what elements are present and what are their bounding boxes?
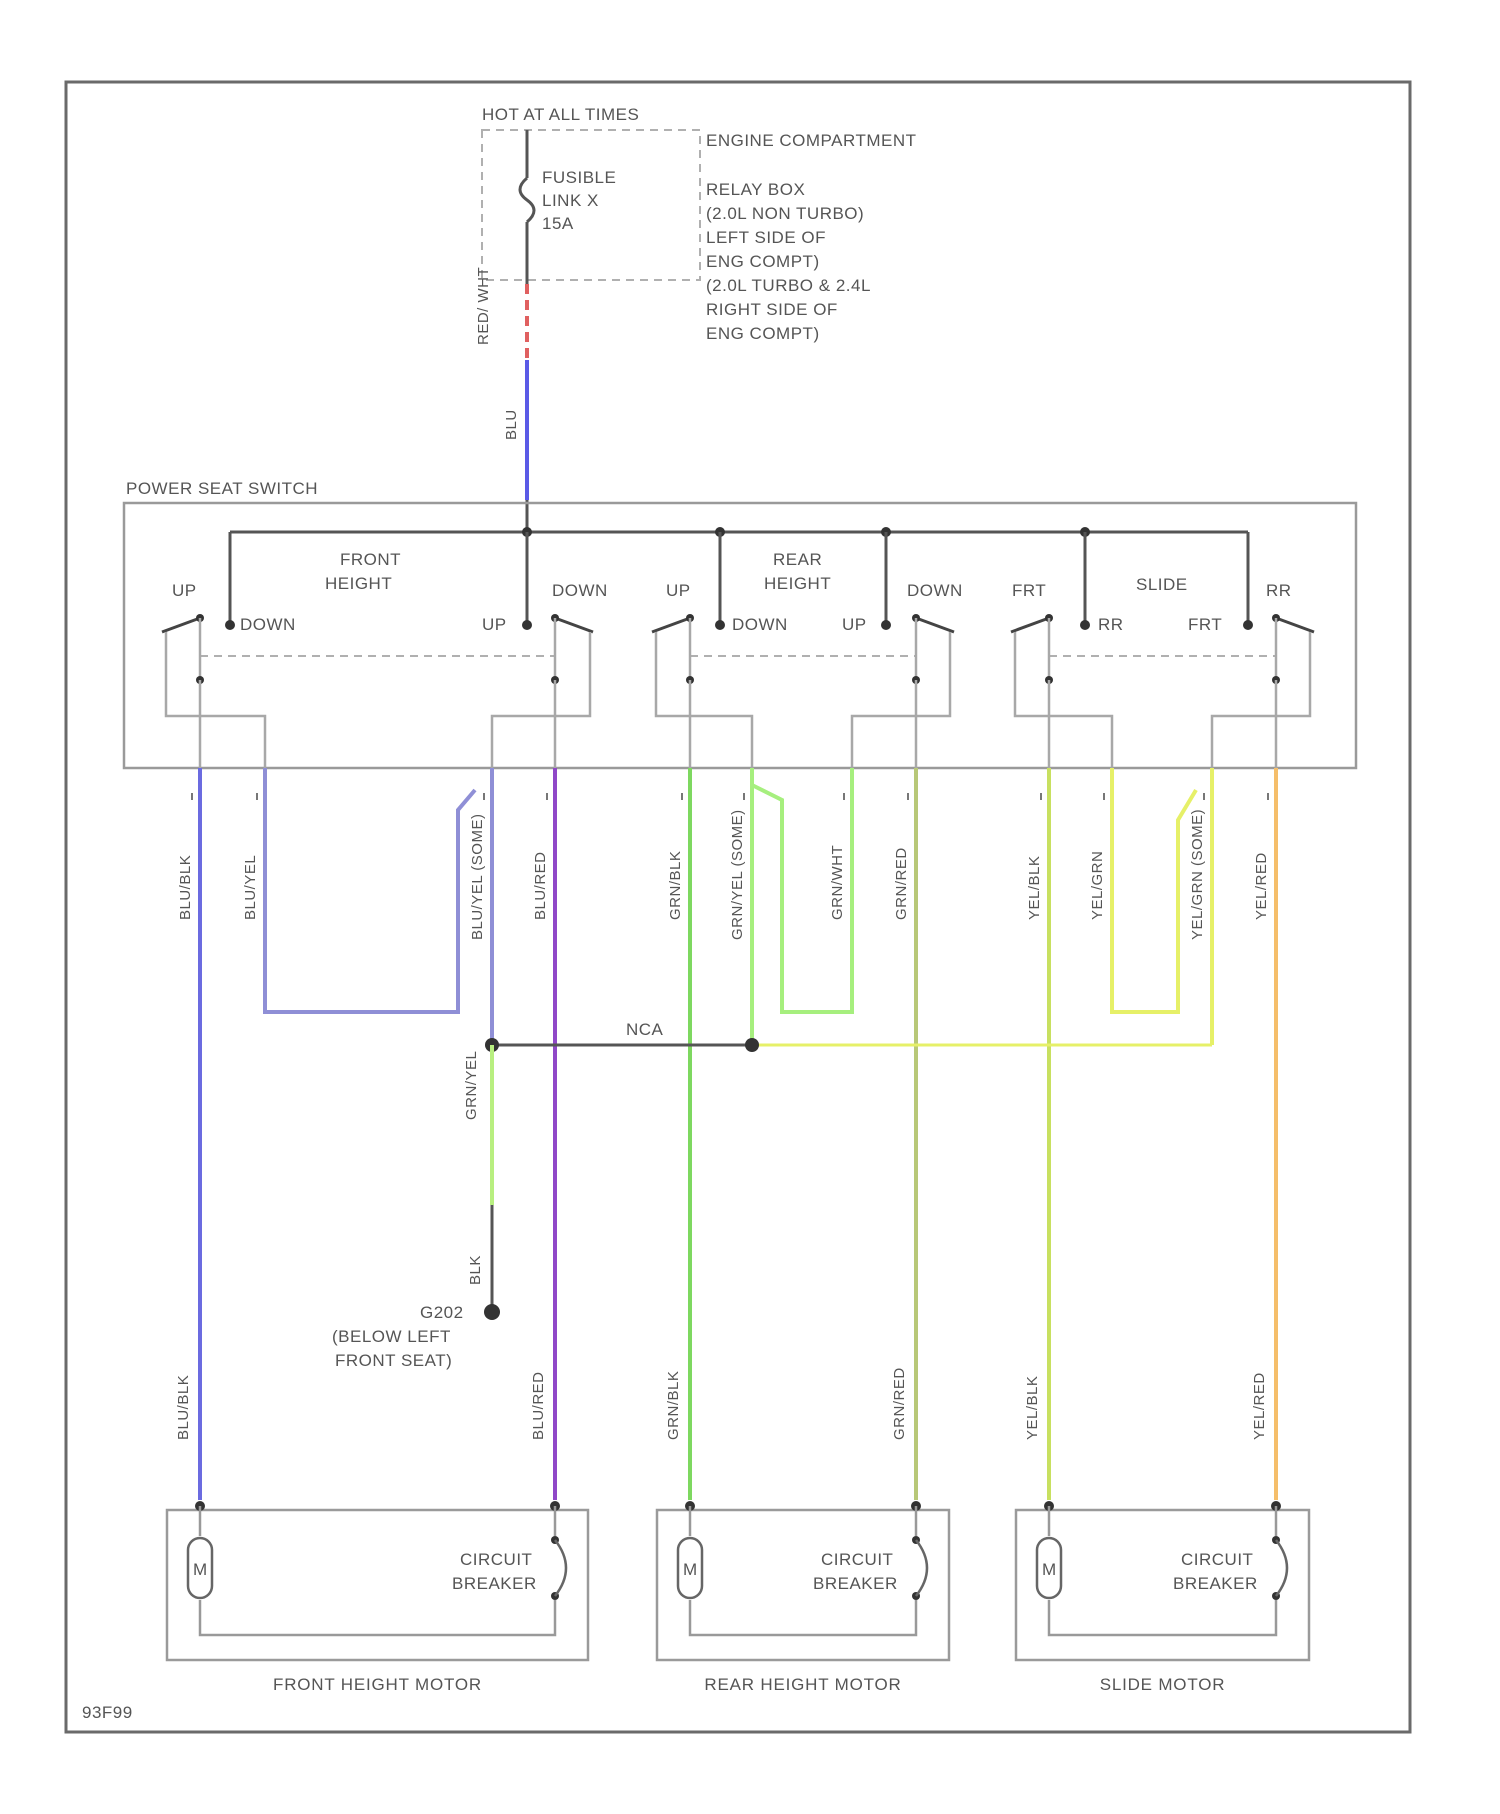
motor-front-height-motor: BLU/BLK BLU/RED M CIRCUIT BREAKER FRONT HEIGH… bbox=[167, 1371, 588, 1694]
svg-text:RELAY BOX: RELAY BOX bbox=[706, 180, 805, 199]
svg-text:FRONT SEAT): FRONT SEAT) bbox=[335, 1351, 452, 1370]
contact-label: DOWN bbox=[552, 581, 608, 600]
svg-text:CIRCUIT: CIRCUIT bbox=[460, 1550, 532, 1569]
engine-compartment-label: ENGINE COMPARTMENT RELAY BOX (2.0L NON T… bbox=[706, 131, 917, 343]
motor-wire-label: GRN/RED bbox=[891, 1367, 908, 1440]
ground-point bbox=[484, 1304, 500, 1320]
rear-height-group-label: REAR HEIGHT bbox=[764, 550, 831, 593]
svg-text:LINK X: LINK X bbox=[542, 191, 599, 210]
contact-label: UP bbox=[172, 581, 197, 600]
motor-name: REAR HEIGHT MOTOR bbox=[704, 1675, 901, 1694]
svg-text:FRONT: FRONT bbox=[340, 550, 401, 569]
nca-label: NCA bbox=[626, 1020, 664, 1039]
ground-location-label: G202 (BELOW LEFT FRONT SEAT) bbox=[332, 1303, 464, 1370]
splice-node bbox=[745, 1038, 759, 1052]
svg-text:LEFT SIDE OF: LEFT SIDE OF bbox=[706, 228, 826, 247]
wire-label: BLU/BLK bbox=[177, 855, 194, 920]
wire-blu-yel bbox=[265, 768, 475, 1012]
svg-text:(2.0L NON TURBO): (2.0L NON TURBO) bbox=[706, 204, 864, 223]
svg-text:BREAKER: BREAKER bbox=[1173, 1574, 1258, 1593]
wire-label: BLU/YEL bbox=[242, 855, 259, 920]
wire-label: YEL/RED bbox=[1253, 852, 1270, 920]
hot-at-all-times-label: HOT AT ALL TIMES bbox=[482, 105, 639, 124]
fuse-label: FUSIBLE LINK X 15A bbox=[542, 168, 616, 233]
svg-text:FUSIBLE: FUSIBLE bbox=[542, 168, 616, 187]
contact-label: RR bbox=[1266, 581, 1292, 600]
blue-supply-wire-label: BLU bbox=[503, 409, 520, 440]
svg-text:ENG COMPT): ENG COMPT) bbox=[706, 324, 820, 343]
motor-rear-height-motor: GRN/BLK GRN/RED M CIRCUIT BREAKER REAR HEIGHT… bbox=[657, 1367, 949, 1694]
circuit-breaker-icon bbox=[1276, 1540, 1287, 1596]
contact-label: DOWN bbox=[907, 581, 963, 600]
wire-label: GRN/YEL (SOME) bbox=[729, 809, 746, 940]
wire-label: GRN/RED bbox=[893, 847, 910, 920]
front-height-group-label: FRONT HEIGHT bbox=[325, 550, 401, 593]
wire-label: YEL/BLK bbox=[1026, 856, 1043, 920]
svg-text:BREAKER: BREAKER bbox=[813, 1574, 898, 1593]
motor-slide-motor: YEL/BLK YEL/RED M CIRCUIT BREAKER SLIDE MOTOR bbox=[1016, 1372, 1309, 1694]
switch-inner-wiring bbox=[166, 618, 1310, 768]
circuit-breaker-icon bbox=[916, 1540, 927, 1596]
wire-label: YEL/GRN (SOME) bbox=[1189, 809, 1206, 940]
contact-label: UP bbox=[842, 615, 867, 634]
wire-label: GRN/BLK bbox=[667, 851, 684, 920]
motor-wire-label: BLU/RED bbox=[530, 1371, 547, 1440]
slide-group-label: SLIDE bbox=[1136, 575, 1188, 594]
motor-symbol-text: M bbox=[1042, 1560, 1057, 1579]
contact-label: FRT bbox=[1188, 615, 1222, 634]
circuit-breaker-icon bbox=[555, 1540, 566, 1596]
wire-label: BLU/RED bbox=[532, 851, 549, 920]
motor-wire-label: YEL/RED bbox=[1251, 1372, 1268, 1440]
svg-text:RIGHT SIDE OF: RIGHT SIDE OF bbox=[706, 300, 838, 319]
motor-wire-label: BLU/BLK bbox=[175, 1375, 192, 1440]
ground-wire-label: GRN/YEL bbox=[463, 1051, 480, 1120]
svg-text:G202: G202 bbox=[420, 1303, 464, 1322]
wire-yel-grn bbox=[1112, 768, 1196, 1012]
motor-name: SLIDE MOTOR bbox=[1100, 1675, 1226, 1694]
contact-label: UP bbox=[666, 581, 691, 600]
motor-symbol-text: M bbox=[683, 1560, 698, 1579]
motor-symbol-text: M bbox=[193, 1560, 208, 1579]
contact-label: FRT bbox=[1012, 581, 1046, 600]
svg-text:(BELOW LEFT: (BELOW LEFT bbox=[332, 1327, 451, 1346]
power-seat-switch-label: POWER SEAT SWITCH bbox=[126, 479, 318, 498]
wire-label: YEL/GRN bbox=[1089, 851, 1106, 920]
svg-text:HEIGHT: HEIGHT bbox=[325, 574, 392, 593]
footer-code: 93F99 bbox=[82, 1703, 133, 1722]
red-white-wire-label: RED/ WHT bbox=[475, 267, 492, 345]
motor-wire-label: GRN/BLK bbox=[665, 1371, 682, 1440]
contact-label: RR bbox=[1098, 615, 1124, 634]
svg-text:HEIGHT: HEIGHT bbox=[764, 574, 831, 593]
wire-label: GRN/WHT bbox=[829, 845, 846, 920]
motor-name: FRONT HEIGHT MOTOR bbox=[273, 1675, 482, 1694]
svg-text:ENG COMPT): ENG COMPT) bbox=[706, 252, 820, 271]
svg-text:(2.0L TURBO & 2.4L: (2.0L TURBO & 2.4L bbox=[706, 276, 871, 295]
wire-label: BLU/YEL (SOME) bbox=[469, 814, 486, 940]
motors: BLU/BLK BLU/RED M CIRCUIT BREAKER FRONT HEIGH… bbox=[167, 1367, 1309, 1694]
svg-text:CIRCUIT: CIRCUIT bbox=[821, 1550, 893, 1569]
ground-black-label: BLK bbox=[467, 1255, 484, 1285]
power-seat-switch-box bbox=[124, 503, 1356, 768]
contact-label: DOWN bbox=[240, 615, 296, 634]
svg-text:REAR: REAR bbox=[773, 550, 822, 569]
contact-label: DOWN bbox=[732, 615, 788, 634]
svg-text:ENGINE COMPARTMENT: ENGINE COMPARTMENT bbox=[706, 131, 917, 150]
motor-wire-label: YEL/BLK bbox=[1024, 1376, 1041, 1440]
output-wire-labels: BLU/BLK BLU/YEL BLU/YEL (SOME) BLU/RED GRN/B… bbox=[177, 793, 1270, 940]
fusible-link-symbol bbox=[520, 178, 534, 222]
svg-text:BREAKER: BREAKER bbox=[452, 1574, 537, 1593]
svg-text:CIRCUIT: CIRCUIT bbox=[1181, 1550, 1253, 1569]
svg-text:15A: 15A bbox=[542, 214, 574, 233]
contact-label: UP bbox=[482, 615, 507, 634]
